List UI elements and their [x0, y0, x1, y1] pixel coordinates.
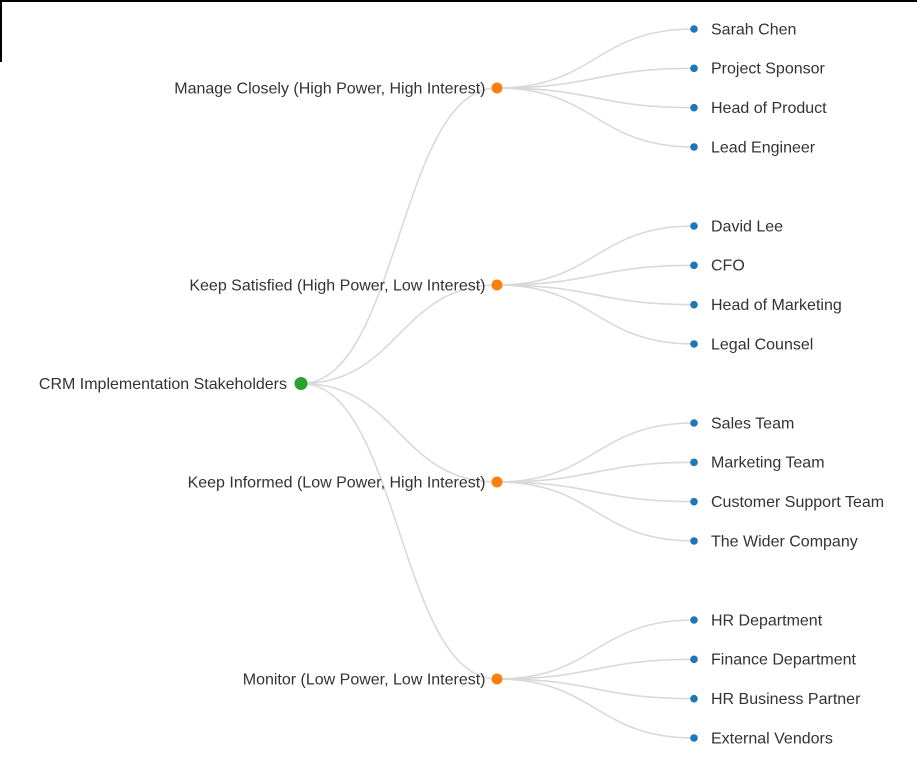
link-branch-to-leaf: [496, 461, 695, 483]
leaf-label: Head of Product: [711, 100, 827, 117]
link-root-to-branch: [300, 382, 498, 680]
node-leaf[interactable]: David Lee: [690, 218, 783, 235]
leaf-label: The Wider Company: [711, 533, 858, 550]
leaf-dot[interactable]: [690, 655, 698, 664]
node-leaf[interactable]: Finance Department: [690, 652, 857, 669]
leaf-dot[interactable]: [690, 143, 698, 151]
node-root[interactable]: CRM Implementation Stakeholders: [39, 376, 308, 393]
leaf-label: Sarah Chen: [711, 21, 796, 38]
leaf-label: External Vendors: [711, 730, 833, 747]
branch-label: Keep Informed (Low Power, High Interest): [188, 474, 486, 491]
edge-layer: [300, 28, 695, 739]
link-branch-to-leaf: [496, 481, 695, 542]
link-branch-to-leaf: [496, 284, 695, 345]
leaf-dot[interactable]: [690, 103, 698, 112]
leaf-dot[interactable]: [690, 497, 698, 506]
leaf-dot[interactable]: [690, 64, 698, 73]
node-branch[interactable]: Manage Closely (High Power, High Interes…: [174, 80, 503, 97]
node-leaf[interactable]: Project Sponsor: [690, 61, 826, 78]
link-branch-to-leaf: [496, 619, 695, 680]
node-leaf[interactable]: Head of Product: [690, 100, 827, 117]
link-root-to-branch: [300, 382, 498, 483]
branch-label: Keep Satisfied (High Power, Low Interest…: [189, 277, 485, 294]
root-dot[interactable]: [294, 376, 308, 390]
node-leaf[interactable]: Marketing Team: [690, 455, 825, 472]
branch-dot[interactable]: [491, 279, 503, 291]
node-leaf[interactable]: Customer Support Team: [690, 494, 884, 511]
leaf-dot[interactable]: [690, 25, 698, 33]
node-leaf[interactable]: The Wider Company: [690, 533, 858, 550]
leaf-dot[interactable]: [690, 616, 698, 624]
leaf-dot[interactable]: [690, 222, 698, 230]
link-branch-to-leaf: [496, 658, 695, 680]
node-leaf[interactable]: HR Business Partner: [690, 691, 861, 708]
branch-dot[interactable]: [491, 82, 503, 94]
leaf-label: CFO: [711, 258, 745, 275]
node-leaf[interactable]: Head of Marketing: [690, 297, 842, 314]
branch-dot[interactable]: [491, 673, 503, 685]
leaf-dot[interactable]: [690, 537, 698, 545]
branch-dot[interactable]: [491, 476, 503, 488]
leaf-dot[interactable]: [690, 261, 698, 270]
link-branch-to-leaf: [496, 264, 695, 286]
leaf-label: Sales Team: [711, 415, 794, 432]
link-root-to-branch: [300, 284, 498, 385]
link-branch-to-leaf: [496, 87, 695, 148]
leaf-label: Finance Department: [711, 652, 857, 669]
leaf-label: Marketing Team: [711, 455, 825, 472]
link-root-to-branch: [300, 87, 498, 385]
leaf-dot[interactable]: [690, 300, 698, 309]
leaf-dot[interactable]: [690, 340, 698, 348]
link-branch-to-leaf: [496, 481, 695, 503]
link-branch-to-leaf: [496, 87, 695, 109]
leaf-label: HR Department: [711, 612, 823, 629]
node-layer: CRM Implementation Stakeholders Manage Cl…: [39, 21, 884, 747]
leaf-dot[interactable]: [690, 458, 698, 467]
node-leaf[interactable]: Sarah Chen: [690, 21, 796, 38]
link-branch-to-leaf: [496, 422, 695, 483]
link-branch-to-leaf: [496, 678, 695, 739]
window-left-border: [0, 0, 2, 62]
branch-label: Monitor (Low Power, Low Interest): [243, 671, 486, 688]
leaf-label: Project Sponsor: [711, 61, 826, 78]
leaf-dot[interactable]: [690, 419, 698, 427]
leaf-dot[interactable]: [690, 734, 698, 742]
leaf-label: HR Business Partner: [711, 691, 861, 708]
leaf-label: Lead Engineer: [711, 139, 816, 156]
link-branch-to-leaf: [496, 67, 695, 89]
leaf-label: Head of Marketing: [711, 297, 842, 314]
leaf-label: David Lee: [711, 218, 783, 235]
window-top-border: [0, 0, 917, 2]
node-leaf[interactable]: Lead Engineer: [690, 139, 816, 156]
leaf-label: Legal Counsel: [711, 336, 813, 353]
node-branch[interactable]: Keep Informed (Low Power, High Interest): [188, 474, 503, 491]
leaf-label: Customer Support Team: [711, 494, 884, 511]
node-leaf[interactable]: External Vendors: [690, 730, 833, 747]
root-label: CRM Implementation Stakeholders: [39, 376, 287, 393]
link-branch-to-leaf: [496, 28, 695, 89]
link-branch-to-leaf: [496, 678, 695, 700]
leaf-dot[interactable]: [690, 694, 698, 703]
node-leaf[interactable]: HR Department: [690, 612, 823, 629]
link-branch-to-leaf: [496, 284, 695, 306]
node-branch[interactable]: Monitor (Low Power, Low Interest): [243, 671, 503, 688]
link-branch-to-leaf: [496, 225, 695, 286]
branch-label: Manage Closely (High Power, High Interes…: [174, 80, 485, 97]
node-branch[interactable]: Keep Satisfied (High Power, Low Interest…: [189, 277, 503, 294]
node-leaf[interactable]: Legal Counsel: [690, 336, 813, 353]
node-leaf[interactable]: CFO: [690, 258, 745, 275]
node-leaf[interactable]: Sales Team: [690, 415, 794, 432]
